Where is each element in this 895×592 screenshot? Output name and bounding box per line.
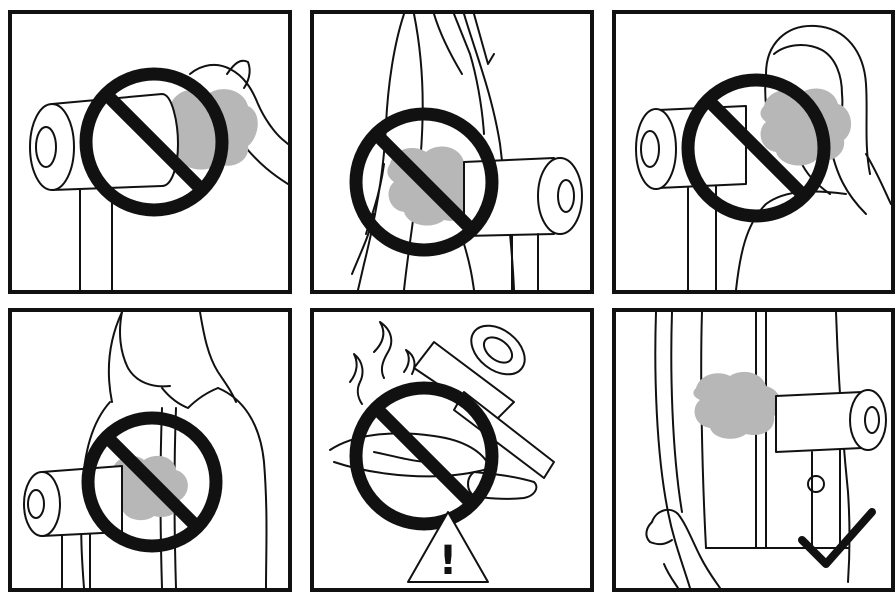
illustration-steamer-to-worn-garment (314, 14, 590, 290)
illustration-steamer-on-hanging-garment (616, 312, 891, 588)
panel-steamer-to-face (612, 10, 895, 294)
panel-steamer-to-worn-garment (310, 10, 594, 294)
warning-mark: ! (439, 538, 457, 584)
illustration-steamer-to-face (616, 14, 891, 290)
panel-steamer-to-body (8, 308, 292, 592)
prohibition-sign (356, 388, 492, 524)
illustration-steamer-to-body (12, 312, 288, 588)
panel-steamer-to-hand (8, 10, 292, 294)
panel-steamer-on-hanging-garment (612, 308, 895, 592)
illustration-steamer-to-hand (12, 14, 288, 290)
panel-steamer-placed-on-surface: ! (310, 308, 594, 592)
illustration-steamer-placed-on-surface: ! (314, 312, 590, 588)
